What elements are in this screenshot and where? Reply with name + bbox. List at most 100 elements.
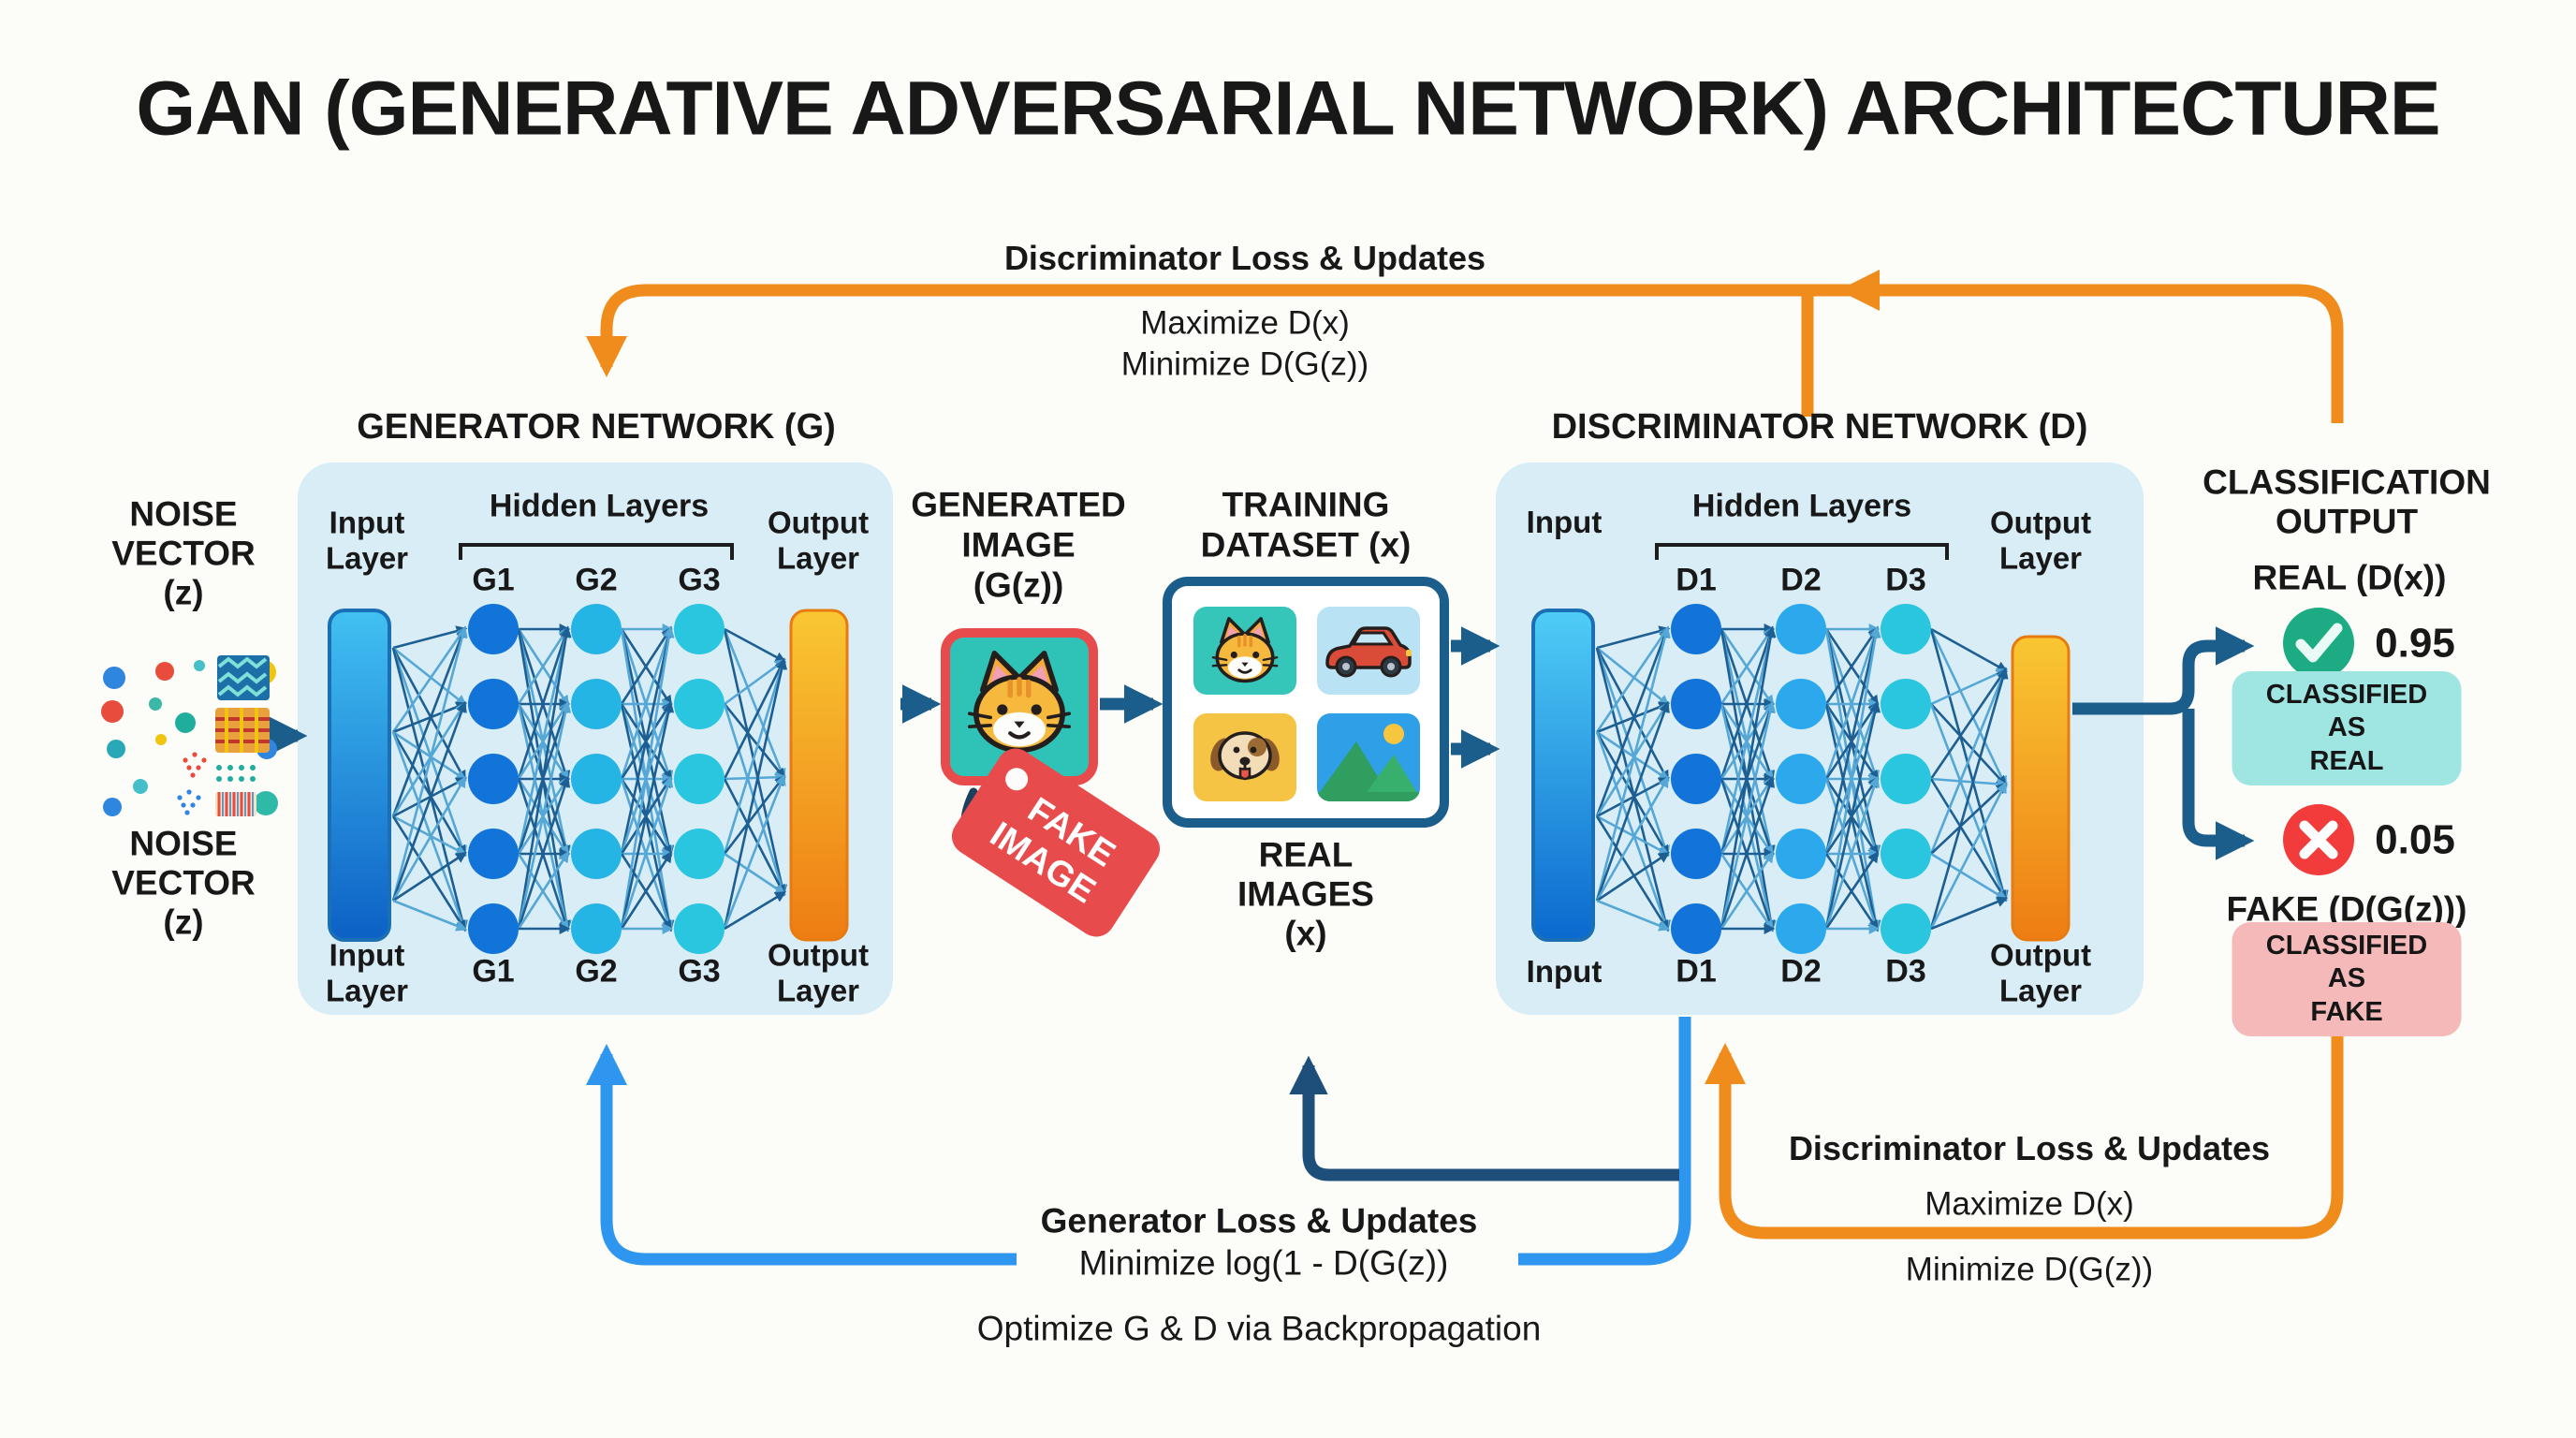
generated-image: FAKE IMAGE	[941, 628, 1161, 937]
connection-edge	[1720, 626, 1775, 705]
discriminator-neuron-node	[1881, 679, 1931, 729]
car-image	[1325, 626, 1412, 678]
real-images-label3: (x)	[1284, 914, 1327, 953]
connection-edge	[391, 626, 467, 733]
training-dataset-box	[1163, 577, 1449, 828]
classification-title2: OUTPUT	[2275, 502, 2419, 541]
connection-edge	[391, 775, 466, 902]
noise-vector-label-bottom: NOISE	[129, 824, 238, 863]
connection-edge	[1930, 896, 2009, 931]
training-dataset-label1: TRAINING	[1222, 485, 1390, 524]
generator-feedback-title: Generator Loss & Updates	[1040, 1201, 1478, 1240]
generator-neuron-node	[674, 903, 724, 954]
discriminator-input-label-top: Input	[1526, 504, 1603, 539]
discriminator-neuron-node	[1671, 903, 1721, 954]
real-badge-line2: REAL	[2309, 745, 2384, 776]
discriminator-neuron-node	[1671, 604, 1721, 654]
connection-edge	[517, 625, 569, 705]
connection-edge	[391, 700, 467, 902]
generator-neuron-node	[468, 754, 519, 804]
noise-vector-label-bottom3: (z)	[163, 902, 204, 942]
connection-edge	[517, 625, 572, 930]
connection-edge	[620, 850, 672, 930]
connection-edge	[391, 815, 466, 932]
connection-edge	[620, 625, 675, 855]
discriminator-neuron-node	[1881, 754, 1931, 804]
fake-output-label: FAKE (D(G(z)))	[2226, 889, 2467, 929]
top-feedback-title: Discriminator Loss & Updates	[1003, 239, 1486, 278]
generator-neuron-node	[674, 829, 724, 879]
connection-edge	[391, 731, 467, 932]
connection-edge	[724, 891, 787, 931]
connection-edge	[723, 778, 785, 897]
connection-edge	[1596, 646, 1670, 707]
discriminator-to-fake-arrow	[2182, 709, 2255, 860]
fake-badge-line2: FAKE	[2310, 996, 2383, 1027]
connection-edge	[1720, 625, 1776, 855]
connection-edge	[1929, 667, 2009, 930]
connection-edge	[1595, 647, 1669, 783]
discriminator-hidden-bracket	[1655, 543, 1949, 560]
discriminator-neuron-node	[1776, 903, 1826, 954]
generator-col3-label-bottom: G3	[678, 953, 721, 990]
connection-edge	[391, 731, 466, 858]
connection-edge	[723, 657, 787, 855]
connection-edge	[1595, 815, 1669, 932]
discriminator-col1-label-top: D1	[1676, 562, 1717, 598]
connection-edge	[391, 647, 468, 932]
connection-edge	[1824, 700, 1881, 930]
connection-edge	[1929, 667, 2008, 855]
generator-neuron-node	[468, 604, 519, 654]
connection-edge	[1929, 781, 2007, 930]
discriminator-feedback-loop-bottom	[1704, 1019, 2344, 1240]
generator-feedback-line2: Optimize G & D via Backpropagation	[976, 1309, 1542, 1348]
generator-neuron-node	[571, 604, 622, 654]
discriminator-feedback-loop-top	[585, 269, 2344, 423]
real-output-label: REAL (D(x))	[2252, 558, 2447, 597]
generator-neuron-node	[571, 903, 622, 954]
connection-edge	[1720, 775, 1775, 930]
connection-edge	[723, 628, 786, 781]
network-edges	[391, 624, 2009, 934]
connection-edge	[723, 657, 785, 780]
discriminator-feedback-line2: Minimize D(G(z))	[1905, 1251, 2154, 1288]
discriminator-input-bar	[1531, 609, 1595, 942]
connection-edge	[1596, 777, 1671, 818]
connection-edge	[1596, 625, 1671, 650]
connection-edge	[392, 646, 467, 707]
connection-edge	[1930, 782, 2008, 855]
generator-col1-label-top: G1	[472, 562, 515, 598]
generator-neuron-node	[674, 679, 724, 729]
classified-as-fake-badge: CLASSIFIED AS FAKE	[2232, 921, 2462, 1037]
discriminator-to-real-arrow	[2072, 626, 2255, 715]
discriminator-col3-label-bottom: D3	[1885, 953, 1926, 990]
real-images-label1: REAL	[1258, 835, 1354, 874]
generator-feedback-line1: Minimize log(1 - D(G(z))	[1078, 1243, 1449, 1283]
connection-edge	[391, 647, 467, 858]
fake-image-tag: FAKE IMAGE	[951, 748, 1161, 937]
connection-edge	[620, 700, 675, 930]
discriminator-feedback-title: Discriminator Loss & Updates	[1788, 1129, 2271, 1168]
classification-marks	[2283, 608, 2354, 875]
generator-output-bar	[789, 609, 849, 942]
classification-title1: CLASSIFICATION	[2203, 462, 2491, 502]
connection-edge	[1595, 626, 1670, 733]
generator-title: GENERATOR NETWORK (G)	[357, 406, 836, 447]
generated-image-label3: (G(z))	[973, 565, 1064, 605]
generator-output-label-bottom: Output Layer	[767, 937, 870, 1008]
connection-edge	[392, 777, 468, 818]
connection-edge	[392, 852, 467, 902]
connection-edge	[391, 625, 468, 902]
noise-vector-label-top3: (z)	[163, 573, 204, 612]
discriminator-neuron-node	[1671, 829, 1721, 879]
connection-edge	[392, 625, 468, 650]
discriminator-output-label-top: Output Layer	[1989, 505, 2092, 576]
connection-edge	[392, 899, 468, 932]
generator-col2-label-bottom: G2	[575, 953, 618, 990]
generator-neuron-node	[571, 679, 622, 729]
fake-badge-line1: CLASSIFIED AS	[2265, 930, 2428, 994]
connection-edge	[517, 850, 569, 930]
connection-edge	[1595, 775, 1669, 902]
connection-edge	[517, 625, 571, 780]
connection-edge	[1930, 852, 2009, 901]
